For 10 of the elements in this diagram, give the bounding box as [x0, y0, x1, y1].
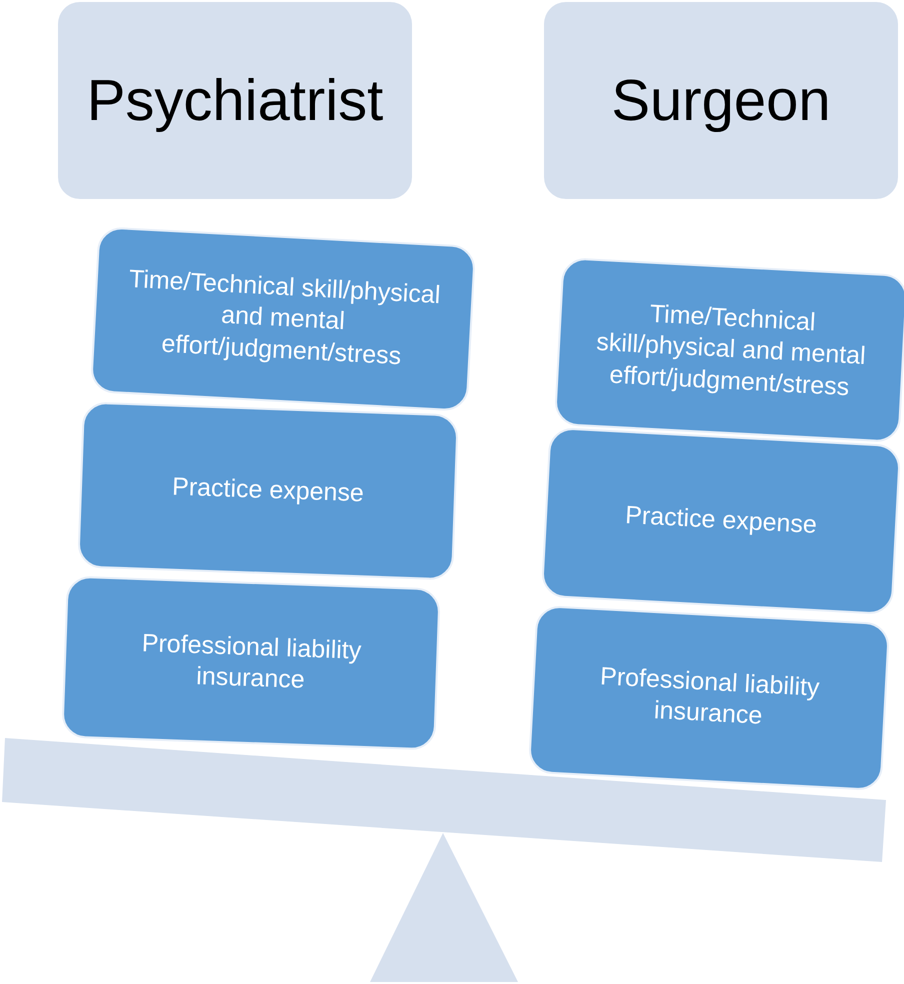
factor-text: Professional liability insurance	[598, 661, 822, 732]
factor-text: Time/Technical skill/physical and mental effort/judgment/stress	[127, 264, 442, 372]
factor-text: Practice expense	[172, 472, 364, 510]
header-box	[58, 2, 412, 199]
factor-text: Time/Technical skill/physical and mental effort/judgment/stress	[594, 298, 868, 403]
factor-text: Professional liability insurance	[140, 628, 363, 696]
header-text: Psychiatrist	[86, 67, 384, 134]
header-text: Surgeon	[611, 67, 831, 134]
factor-text: Practice expense	[624, 500, 818, 542]
header-box	[544, 2, 898, 199]
